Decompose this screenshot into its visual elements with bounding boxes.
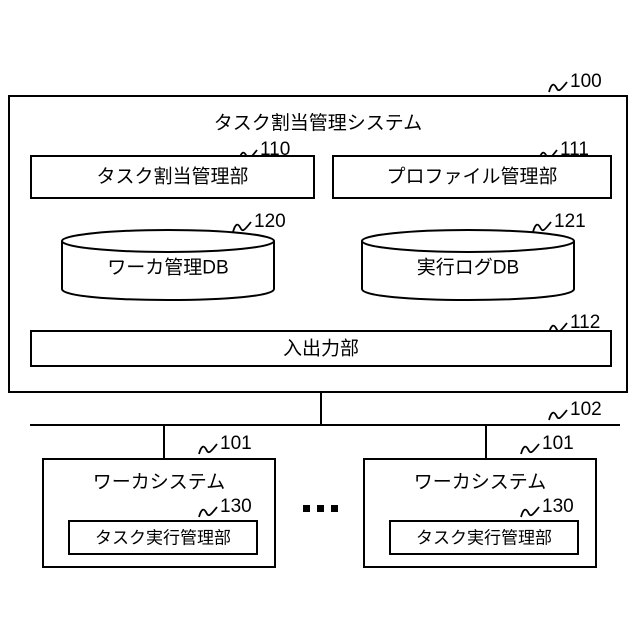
bus-to-worker-2-connector	[485, 424, 487, 458]
ref-number-120: 120	[254, 211, 286, 232]
profile-manager-box: プロファイル管理部	[332, 155, 612, 199]
worker-system-label-2: ワーカシステム	[413, 472, 547, 493]
bus-to-worker-1-connector	[163, 424, 165, 458]
ref-leader-130-left: 130	[198, 496, 252, 518]
ref-leader-121: 121	[532, 211, 586, 233]
ref-number-121: 121	[554, 211, 586, 232]
squiggle-icon	[548, 320, 568, 334]
execution-log-db-cylinder: 実行ログDB	[360, 228, 576, 302]
squiggle-icon	[520, 504, 540, 518]
task-allocation-manager-box: タスク割当管理部	[30, 155, 315, 199]
ref-number-130-right: 130	[542, 496, 574, 517]
squiggle-icon	[520, 441, 540, 455]
squiggle-icon	[232, 219, 252, 233]
worker-management-db-label: ワーカ管理DB	[107, 257, 229, 279]
io-unit-label: 入出力部	[282, 338, 359, 359]
profile-manager-label: プロファイル管理部	[386, 166, 558, 188]
ref-leader-102: 102	[548, 399, 602, 421]
ref-number-130-left: 130	[220, 496, 252, 517]
ref-leader-130-right: 130	[520, 496, 574, 518]
task-execution-manager-box-1: タスク実行管理部	[68, 520, 258, 555]
task-execution-manager-label-1: タスク実行管理部	[95, 528, 231, 547]
worker-ellipsis	[303, 505, 338, 512]
ellipsis-dot	[317, 505, 324, 512]
squiggle-icon	[198, 504, 218, 518]
ellipsis-dot	[303, 505, 310, 512]
task-execution-manager-box-2: タスク実行管理部	[389, 520, 579, 555]
ref-number-102: 102	[570, 399, 602, 420]
ref-leader-120: 120	[232, 211, 286, 233]
ref-number-101-right: 101	[542, 433, 574, 454]
ref-number-112: 112	[570, 312, 601, 333]
squiggle-icon	[198, 441, 218, 455]
ref-leader-112: 112	[548, 312, 601, 334]
squiggle-icon	[532, 219, 552, 233]
worker-system-label-1: ワーカシステム	[92, 472, 226, 493]
task-execution-manager-label-2: タスク実行管理部	[416, 528, 552, 547]
worker-management-db-cylinder: ワーカ管理DB	[60, 228, 276, 302]
database-icon	[61, 229, 275, 302]
ref-leader-101-left: 101	[198, 433, 252, 455]
task-allocation-manager-label: タスク割当管理部	[96, 166, 249, 188]
execution-log-db-label: 実行ログDB	[416, 257, 520, 279]
ref-number-100: 100	[570, 71, 602, 92]
database-icon	[361, 229, 575, 302]
system-title: タスク割当管理システム	[213, 113, 423, 134]
network-bus-line	[30, 424, 620, 426]
squiggle-icon	[548, 407, 568, 421]
ref-number-110: 110	[260, 139, 291, 160]
ref-number-111: 111	[560, 139, 589, 160]
system-to-bus-connector	[320, 393, 322, 424]
squiggle-icon	[548, 79, 568, 93]
ellipsis-dot	[331, 505, 338, 512]
ref-number-101-left: 101	[220, 433, 252, 454]
ref-leader-100: 100	[548, 71, 602, 93]
ref-leader-101-right: 101	[520, 433, 574, 455]
io-unit-box: 入出力部	[30, 330, 612, 367]
